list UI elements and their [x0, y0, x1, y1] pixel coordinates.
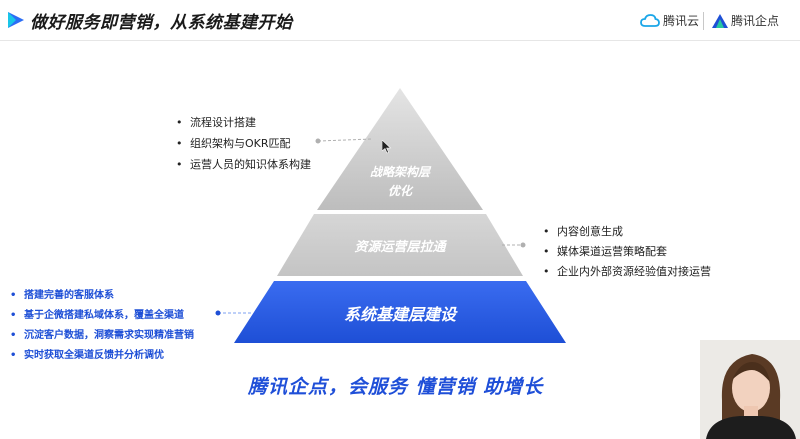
list-item: 流程设计搭建 — [176, 112, 311, 133]
tier-resource-label: 资源运营层拉通 — [354, 240, 446, 255]
brand-tencent-qidian-label: 腾讯企点 — [731, 14, 780, 28]
list-item: 沉淀客户数据，洞察需求实现精准营销 — [10, 326, 194, 346]
slogan: 腾讯企点，会服务 懂营销 助增长 — [248, 376, 544, 398]
tier-strategy-label: 战略架构层 优化 — [360, 163, 440, 201]
list-item: 组织架构与OKR匹配 — [176, 133, 311, 154]
header-divider — [0, 40, 800, 41]
list-item: 企业内外部资源经验值对接运营 — [543, 262, 711, 282]
resource-bullet-list: 内容创意生成 媒体渠道运营策略配套 企业内外部资源经验值对接运营 — [543, 222, 711, 282]
connector-top — [317, 138, 373, 142]
tier-system-label: 系统基建层建设 — [343, 305, 456, 324]
list-item: 实时获取全渠道反馈并分析调优 — [10, 346, 194, 366]
list-item: 内容创意生成 — [543, 222, 711, 242]
list-item: 运营人员的知识体系构建 — [176, 154, 311, 175]
connector-top-dot — [315, 138, 321, 144]
list-item: 媒体渠道运营策略配套 — [543, 242, 711, 262]
brand-tencent-cloud-label: 腾讯云 — [663, 14, 700, 28]
brand-tencent-cloud: 腾讯云 — [640, 12, 699, 29]
cloud-icon — [640, 13, 660, 27]
slide-title: 做好服务即营销，从系统基建开始 — [30, 13, 293, 33]
mouse-pointer-icon — [382, 140, 392, 154]
brand-tencent-qidian: 腾讯企点 — [712, 12, 779, 29]
connector-left-dot — [215, 310, 221, 316]
pyramid-tier-resource — [277, 214, 523, 276]
connector-right-dot — [520, 242, 526, 248]
list-item: 搭建完善的客服体系 — [10, 286, 194, 306]
presentation-logo-icon — [8, 12, 24, 28]
brand-divider — [703, 12, 704, 30]
system-bullet-list: 搭建完善的客服体系 基于企微搭建私域体系，覆盖全渠道 沉淀客户数据，洞察需求实现… — [10, 286, 194, 366]
qidian-logo-icon — [712, 13, 728, 28]
tier-strategy-label-line1: 战略架构层 — [369, 165, 430, 179]
list-item: 基于企微搭建私域体系，覆盖全渠道 — [10, 306, 194, 326]
presenter-video-thumbnail — [700, 340, 800, 439]
pyramid-tier-strategy — [317, 88, 483, 210]
tier-strategy-label-line2: 优化 — [387, 184, 412, 198]
strategy-bullet-list: 流程设计搭建 组织架构与OKR匹配 运营人员的知识体系构建 — [176, 112, 311, 175]
pyramid-tier-system — [234, 281, 566, 343]
